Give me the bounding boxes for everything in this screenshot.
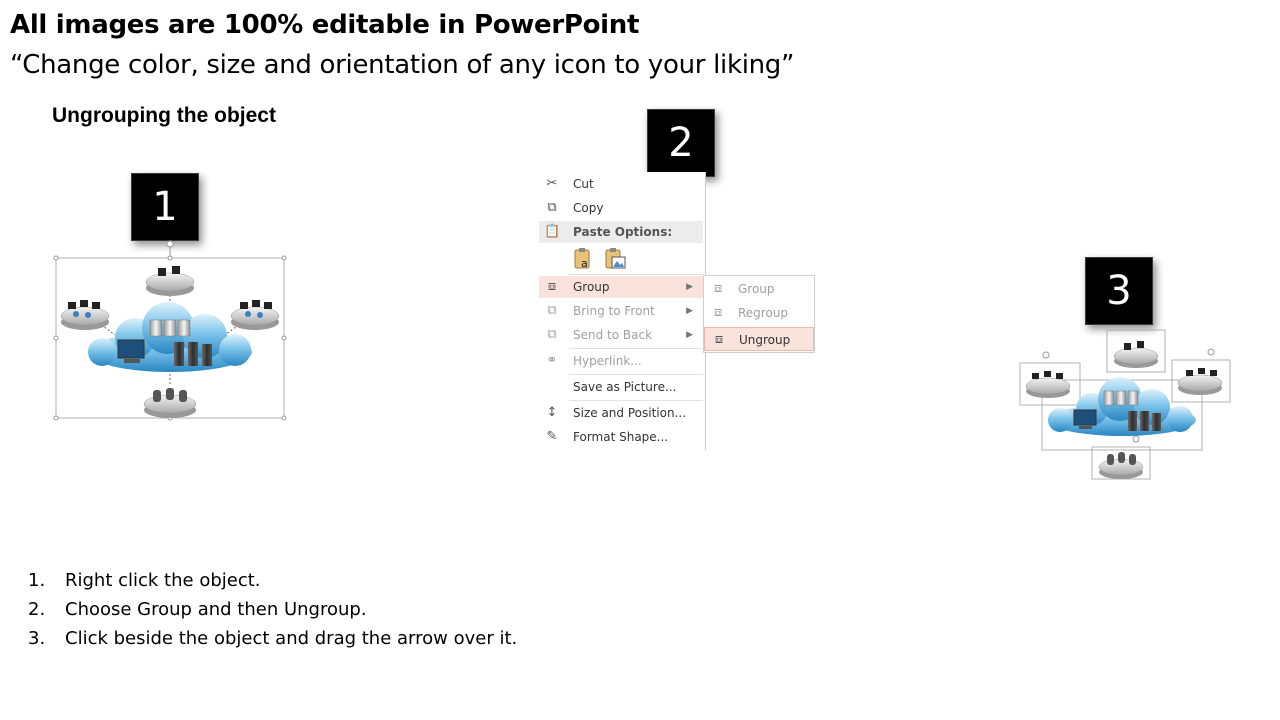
menu-separator bbox=[569, 274, 703, 275]
menu-item-label: Size and Position... bbox=[573, 406, 687, 420]
menu-separator bbox=[569, 348, 703, 349]
size-position-icon: ↕ bbox=[546, 405, 558, 420]
instruction-number: 2. bbox=[28, 599, 46, 620]
submenu-item-ungroup[interactable]: ⧈ Ungroup bbox=[704, 327, 814, 351]
menu-item-label: Bring to Front bbox=[573, 304, 655, 318]
instruction-list: 1. Right click the object. 2. Choose Group… bbox=[28, 568, 517, 655]
menu-item-bring-to-front[interactable]: ⧉ Bring to Front ▶ bbox=[539, 300, 703, 322]
menu-item-label: Save as Picture... bbox=[573, 380, 677, 394]
page-title: All images are 100% editable in PowerPoi… bbox=[10, 10, 640, 40]
menu-item-label: Paste Options: bbox=[573, 225, 673, 239]
menu-item-label: Group bbox=[573, 280, 610, 294]
instruction-item: 1. Right click the object. bbox=[28, 568, 517, 597]
menu-item-label: Cut bbox=[573, 177, 594, 191]
menu-item-size-and-position[interactable]: ↕ Size and Position... bbox=[539, 402, 703, 424]
submenu-item-label: Ungroup bbox=[739, 333, 791, 347]
submenu-item-label: Group bbox=[738, 282, 775, 296]
paste-picture-button[interactable] bbox=[603, 247, 627, 271]
instruction-text: Choose Group and then Ungroup. bbox=[65, 599, 367, 620]
step-badge-2: 2 bbox=[647, 109, 715, 177]
clipboard-icon: 📋 bbox=[544, 224, 561, 239]
menu-item-paste-options: 📋 Paste Options: bbox=[539, 221, 703, 243]
submenu-item-regroup[interactable]: ⧈ Regroup bbox=[704, 301, 814, 325]
page-subtitle: “Change color, size and orientation of a… bbox=[10, 50, 795, 80]
menu-separator bbox=[569, 400, 703, 401]
paste-picture-icon bbox=[605, 248, 626, 269]
copy-icon: ⧉ bbox=[547, 200, 557, 215]
context-menu: ✂ Cut ⧉ Copy 📋 Paste Options: a ⧈ Group … bbox=[539, 172, 706, 450]
menu-item-send-to-back[interactable]: ⧉ Send to Back ▶ bbox=[539, 324, 703, 346]
submenu-arrow-icon: ▶ bbox=[686, 282, 693, 292]
submenu-item-group[interactable]: ⧈ Group bbox=[704, 277, 814, 301]
send-to-back-icon: ⧉ bbox=[547, 327, 557, 342]
regroup-icon: ⧈ bbox=[713, 305, 723, 320]
svg-text:a: a bbox=[581, 257, 588, 270]
paste-text-icon: a bbox=[574, 248, 590, 270]
ungrouped-network-cloud-graphic[interactable] bbox=[1012, 325, 1234, 485]
instruction-text: Click beside the object and drag the arr… bbox=[65, 628, 518, 649]
group-icon: ⧈ bbox=[713, 281, 723, 296]
ungroup-icon: ⧈ bbox=[714, 332, 724, 347]
instruction-number: 1. bbox=[28, 570, 46, 591]
menu-separator bbox=[569, 374, 703, 375]
instruction-number: 3. bbox=[28, 628, 46, 649]
menu-item-save-as-picture[interactable]: Save as Picture... bbox=[539, 376, 703, 398]
format-shape-icon: ✎ bbox=[546, 429, 558, 444]
menu-item-label: Send to Back bbox=[573, 328, 653, 342]
scissors-icon: ✂ bbox=[546, 176, 558, 191]
step-badge-1: 1 bbox=[131, 173, 199, 241]
instruction-item: 3. Click beside the object and drag the a… bbox=[28, 626, 517, 655]
group-submenu: ⧈ Group ⧈ Regroup ⧈ Ungroup bbox=[703, 275, 815, 353]
menu-item-copy[interactable]: ⧉ Copy bbox=[539, 197, 703, 219]
instruction-text: Right click the object. bbox=[65, 570, 261, 591]
submenu-arrow-icon: ▶ bbox=[686, 330, 693, 340]
submenu-arrow-icon: ▶ bbox=[686, 306, 693, 316]
menu-item-label: Copy bbox=[573, 201, 604, 215]
instruction-item: 2. Choose Group and then Ungroup. bbox=[28, 597, 517, 626]
step-badge-3: 3 bbox=[1085, 257, 1153, 325]
menu-item-group[interactable]: ⧈ Group ▶ bbox=[539, 276, 703, 298]
menu-item-cut[interactable]: ✂ Cut bbox=[539, 173, 703, 195]
menu-item-hyperlink[interactable]: ⚭ Hyperlink... bbox=[539, 350, 703, 372]
link-icon: ⚭ bbox=[546, 353, 558, 368]
menu-item-label: Format Shape... bbox=[573, 430, 669, 444]
menu-item-format-shape[interactable]: ✎ Format Shape... bbox=[539, 426, 703, 448]
paste-keep-text-button[interactable]: a bbox=[572, 247, 594, 271]
bring-to-front-icon: ⧉ bbox=[547, 303, 557, 318]
submenu-item-label: Regroup bbox=[738, 306, 789, 320]
menu-item-label: Hyperlink... bbox=[573, 354, 642, 368]
grouped-network-cloud-graphic[interactable] bbox=[50, 240, 290, 425]
section-heading: Ungrouping the object bbox=[52, 104, 276, 127]
group-icon: ⧈ bbox=[547, 279, 557, 294]
